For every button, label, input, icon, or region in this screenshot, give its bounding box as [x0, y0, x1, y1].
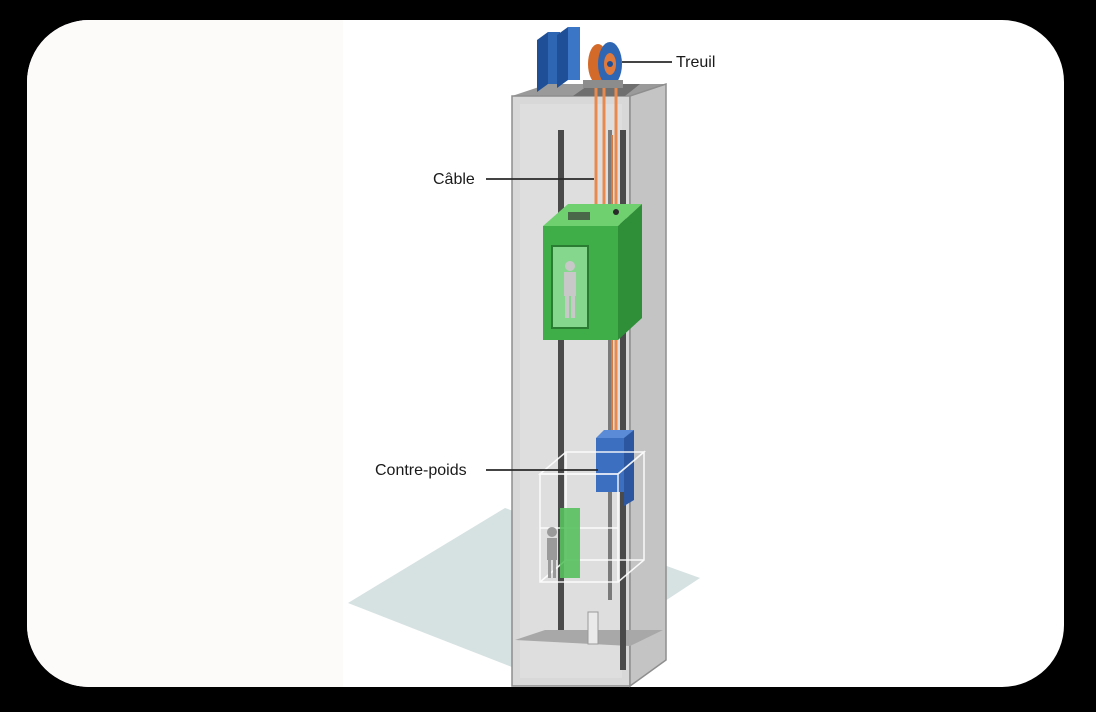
contre-poids-label: Contre-poids [375, 462, 467, 479]
elevator-cabin-icon [543, 204, 642, 340]
cable-label: Câble [433, 171, 475, 188]
lower-person-icon [547, 527, 557, 578]
treuil-label: Treuil [676, 54, 715, 71]
guide-rails [558, 130, 626, 670]
winch-drum-icon [583, 42, 623, 88]
elevator-shaft [511, 82, 667, 688]
lower-cabin-door [560, 508, 580, 578]
motor-block-icon [537, 27, 580, 92]
counterweight-icon [596, 430, 634, 506]
card-left-panel [27, 20, 343, 687]
person-icon [564, 261, 576, 318]
